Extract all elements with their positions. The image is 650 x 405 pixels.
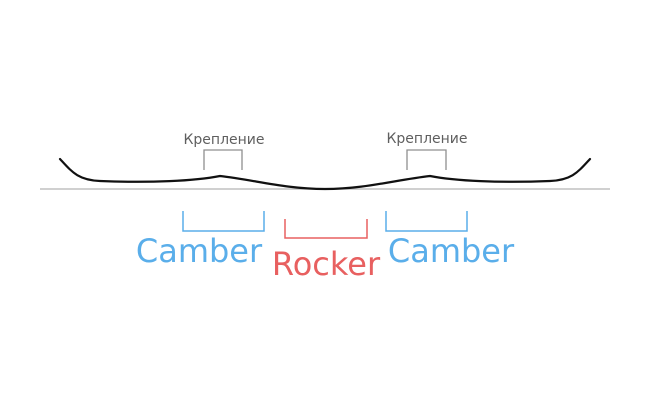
camber-label-left: Camber [136,232,263,270]
rocker-bracket [284,219,368,239]
snowboard-profile [58,157,592,191]
binding-bracket-right [406,149,447,170]
binding-label-right: Крепление [386,131,467,147]
rocker-label: Rocker [272,245,381,283]
camber-label-right: Camber [388,232,515,270]
binding-bracket-left [203,149,243,170]
camber-bracket-right [385,211,468,232]
binding-label-left: Крепление [183,132,264,148]
camber-bracket-left [182,211,265,232]
